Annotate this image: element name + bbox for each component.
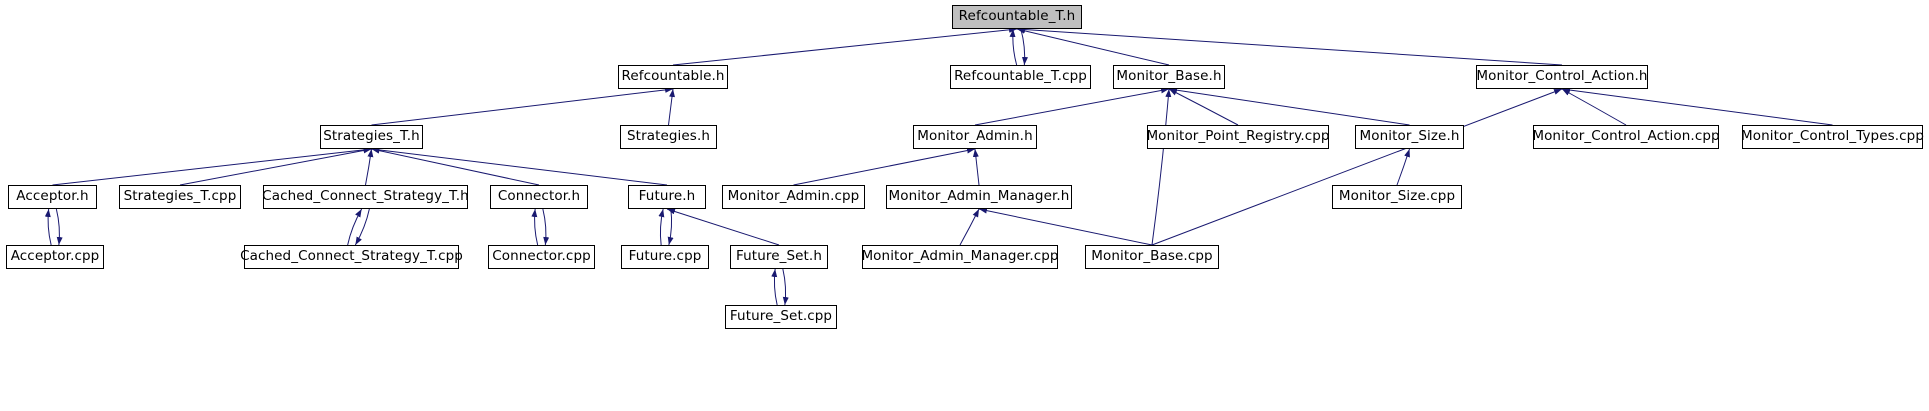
- graph-node-future_h[interactable]: Future.h: [628, 185, 706, 209]
- graph-node-monitor_base_cpp[interactable]: Monitor_Base.cpp: [1085, 245, 1219, 269]
- graph-edge-monitor_control_action_cpp-to-monitor_control_action_h: [1561, 88, 1627, 126]
- graph-node-strategies_t_cpp[interactable]: Strategies_T.cpp: [119, 185, 241, 209]
- graph-node-label: Monitor_Control_Action.h: [1476, 68, 1648, 85]
- graph-node-monitor_control_types_cpp[interactable]: Monitor_Control_Types.cpp: [1741, 125, 1924, 149]
- graph-node-future_cpp[interactable]: Future.cpp: [621, 245, 709, 269]
- graph-node-label: Refcountable.h: [621, 68, 725, 85]
- graph-edge-strategies_t_cpp-to-strategies_t_h: [179, 147, 372, 186]
- graph-node-label: Monitor_Size.h: [1359, 128, 1460, 145]
- graph-node-monitor_size_cpp[interactable]: Monitor_Size.cpp: [1332, 185, 1462, 209]
- graph-edge-connector_h-to-connector_cpp: [542, 208, 550, 246]
- graph-node-label: Connector.cpp: [492, 248, 591, 265]
- graph-node-monitor_admin_h[interactable]: Monitor_Admin.h: [913, 125, 1037, 149]
- graph-node-label: Monitor_Base.cpp: [1091, 248, 1213, 265]
- graph-edge-monitor_control_action_h-to-refcountable_t_h: [1016, 26, 1563, 66]
- graph-edge-acceptor_cpp-to-acceptor_h: [44, 208, 52, 246]
- graph-edge-future_h-to-strategies_t_h: [371, 146, 668, 186]
- graph-edge-monitor_control_types_cpp-to-monitor_control_action_h: [1561, 87, 1833, 126]
- graph-node-label: Future_Set.cpp: [729, 308, 833, 325]
- graph-node-label: Future.h: [638, 188, 696, 205]
- graph-node-label: Future.cpp: [628, 248, 702, 265]
- graph-node-label: Monitor_Control_Types.cpp: [1741, 128, 1925, 145]
- graph-node-cached_connect_strategy_t_h[interactable]: Cached_Connect_Strategy_T.h: [262, 185, 469, 209]
- graph-node-label: Refcountable_T.cpp: [954, 68, 1087, 85]
- graph-node-connector_h[interactable]: Connector.h: [490, 185, 588, 209]
- graph-edge-monitor_point_registry_cpp-to-monitor_base_h: [1168, 88, 1239, 126]
- graph-node-strategies_h[interactable]: Strategies.h: [620, 125, 717, 149]
- graph-edge-monitor_admin_manager_h-to-monitor_admin_h: [972, 148, 980, 186]
- graph-node-monitor_admin_cpp[interactable]: Monitor_Admin.cpp: [722, 185, 865, 209]
- graph-edge-monitor_size_cpp-to-monitor_size_h: [1396, 148, 1410, 186]
- graph-node-label: Acceptor.h: [16, 188, 89, 205]
- graph-edge-connector_cpp-to-connector_h: [531, 208, 539, 246]
- graph-edge-acceptor_h-to-acceptor_cpp: [55, 208, 63, 246]
- graph-edge-monitor_admin_cpp-to-monitor_admin_h: [793, 147, 976, 186]
- graph-edge-cached_connect_strategy_t_cpp-to-cached_connect_strategy_t_h: [347, 208, 363, 246]
- graph-node-label: Refcountable_T.h: [958, 8, 1076, 25]
- graph-edge-monitor_base_cpp-to-monitor_control_action_h: [1151, 88, 1563, 246]
- graph-node-acceptor_cpp[interactable]: Acceptor.cpp: [6, 245, 104, 269]
- graph-edge-refcountable_t_cpp-to-refcountable_t_h: [1009, 28, 1018, 66]
- graph-node-refcountable_t_h[interactable]: Refcountable_T.h: [952, 5, 1082, 29]
- graph-node-label: Monitor_Admin.cpp: [727, 188, 860, 205]
- graph-edge-cached_connect_strategy_t_h-to-strategies_t_h: [365, 148, 374, 186]
- graph-edge-future_cpp-to-future_h: [658, 208, 665, 246]
- graph-node-refcountable_h[interactable]: Refcountable.h: [618, 65, 728, 89]
- graph-edge-strategies_h-to-refcountable_h: [668, 88, 675, 126]
- graph-node-label: Cached_Connect_Strategy_T.h: [262, 188, 469, 205]
- graph-node-monitor_size_h[interactable]: Monitor_Size.h: [1355, 125, 1464, 149]
- graph-edge-refcountable_h-to-refcountable_t_h: [672, 26, 1018, 66]
- graph-node-monitor_control_action_cpp[interactable]: Monitor_Control_Action.cpp: [1532, 125, 1720, 149]
- graph-node-monitor_base_h[interactable]: Monitor_Base.h: [1113, 65, 1225, 89]
- graph-node-monitor_admin_manager_cpp[interactable]: Monitor_Admin_Manager.cpp: [861, 245, 1058, 269]
- graph-edge-monitor_admin_h-to-monitor_base_h: [974, 87, 1170, 126]
- graph-node-monitor_admin_manager_h[interactable]: Monitor_Admin_Manager.h: [886, 185, 1072, 209]
- graph-edge-future_h-to-future_cpp: [667, 208, 674, 246]
- graph-node-label: Strategies_T.h: [323, 128, 420, 145]
- graph-edge-future_set_h-to-future_h: [666, 208, 780, 246]
- graph-edge-acceptor_h-to-strategies_t_h: [52, 146, 372, 186]
- graph-node-refcountable_t_cpp[interactable]: Refcountable_T.cpp: [950, 65, 1091, 89]
- graph-node-label: Monitor_Admin_Manager.h: [888, 188, 1070, 205]
- graph-node-monitor_point_registry_cpp[interactable]: Monitor_Point_Registry.cpp: [1146, 125, 1329, 149]
- graph-node-strategies_t_h[interactable]: Strategies_T.h: [320, 125, 423, 149]
- graph-node-connector_cpp[interactable]: Connector.cpp: [488, 245, 595, 269]
- graph-edge-refcountable_t_h-to-refcountable_t_cpp: [1020, 28, 1028, 66]
- graph-node-label: Monitor_Size.cpp: [1338, 188, 1456, 205]
- graph-edge-future_set_cpp-to-future_set_h: [771, 268, 778, 306]
- graph-edge-future_set_h-to-future_set_cpp: [782, 268, 789, 306]
- graph-node-label: Acceptor.cpp: [10, 248, 100, 265]
- graph-node-label: Strategies_T.cpp: [123, 188, 237, 205]
- graph-node-label: Strategies.h: [627, 128, 710, 145]
- graph-node-monitor_control_action_h[interactable]: Monitor_Control_Action.h: [1476, 65, 1648, 89]
- graph-node-label: Monitor_Admin_Manager.cpp: [861, 248, 1059, 265]
- graph-edge-monitor_base_h-to-refcountable_t_h: [1016, 27, 1170, 66]
- graph-edge-strategies_t_h-to-refcountable_h: [371, 86, 674, 126]
- graph-edge-monitor_base_cpp-to-monitor_admin_manager_h: [978, 207, 1153, 246]
- graph-node-label: Monitor_Control_Action.cpp: [1532, 128, 1720, 145]
- graph-node-label: Monitor_Admin.h: [917, 128, 1033, 145]
- graph-node-label: Future_Set.h: [736, 248, 822, 265]
- graph-node-label: Cached_Connect_Strategy_T.cpp: [240, 248, 463, 265]
- graph-node-future_set_cpp[interactable]: Future_Set.cpp: [725, 305, 837, 329]
- graph-node-label: Connector.h: [497, 188, 581, 205]
- graph-node-label: Monitor_Base.h: [1116, 68, 1222, 85]
- graph-node-acceptor_h[interactable]: Acceptor.h: [8, 185, 97, 209]
- graph-node-cached_connect_strategy_t_cpp[interactable]: Cached_Connect_Strategy_T.cpp: [240, 245, 463, 269]
- graph-edge-monitor_base_cpp-to-monitor_base_h: [1151, 88, 1172, 246]
- graph-edge-monitor_size_h-to-monitor_base_h: [1168, 87, 1410, 126]
- graph-node-label: Monitor_Point_Registry.cpp: [1146, 128, 1330, 145]
- graph-edge-cached_connect_strategy_t_h-to-cached_connect_strategy_t_cpp: [354, 208, 370, 246]
- graph-edge-connector_h-to-strategies_t_h: [371, 147, 540, 186]
- graph-edge-monitor_admin_manager_cpp-to-monitor_admin_manager_h: [959, 208, 980, 246]
- graph-node-future_set_h[interactable]: Future_Set.h: [730, 245, 828, 269]
